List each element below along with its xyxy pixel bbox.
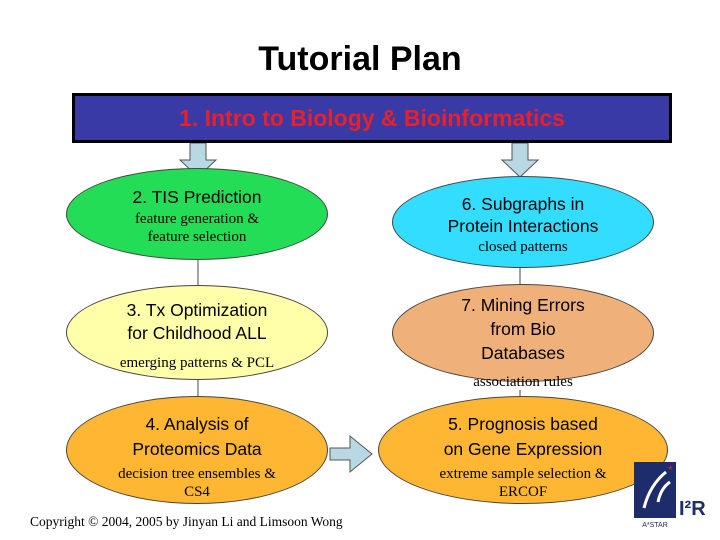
node-subgraphs-subtitle: closed patterns — [478, 239, 568, 255]
arrow-proteomics-to-prognosis — [329, 434, 373, 474]
node-subgraphs-title-line1: 6. Subgraphs in — [461, 194, 585, 214]
copyright-notice: Copyright © 2004, 2005 by Jinyan Li and … — [30, 514, 343, 529]
node-mining-title-line1: 7. Mining Errors — [461, 295, 585, 315]
node-tis-subtitle-line2: feature selection — [147, 229, 247, 245]
node-mining-errors — [392, 284, 654, 382]
node-prognosis-subtitle-line1: extreme sample selection & — [439, 466, 607, 482]
node-proteomics-subtitle-line1: decision tree ensembles & — [118, 466, 276, 482]
node-proteomics-subtitle-line2: CS4 — [184, 484, 210, 500]
node-tx-title-line2: for Childhood ALL — [127, 323, 267, 343]
node-tx-title-line1: 3. Tx Optimization — [126, 300, 268, 320]
node-prognosis-title-line1: 5. Prognosis based — [448, 414, 598, 434]
svg-text:*: * — [668, 463, 673, 477]
intro-banner-label: 1. Intro to Biology & Bioinformatics — [179, 104, 565, 131]
node-tis-subtitle-line1: feature generation & — [134, 211, 260, 227]
astar-logo: * I²R A*STAR — [634, 462, 716, 536]
node-prognosis — [378, 396, 668, 504]
logo-text: I²R — [679, 498, 706, 520]
node-mining-title-line3: Databases — [481, 343, 565, 363]
intro-banner: 1. Intro to Biology & Bioinformatics — [72, 93, 672, 143]
node-proteomics-analysis — [66, 396, 328, 504]
page-title: Tutorial Plan — [258, 40, 462, 78]
arrow-to-subgraphs — [500, 142, 540, 178]
node-tx-subtitle: emerging patterns & PCL — [119, 355, 275, 371]
astar-logo-icon: * — [634, 462, 676, 518]
node-subgraphs-title-line2: Protein Interactions — [447, 216, 599, 236]
node-mining-title-line2: from Bio — [490, 319, 556, 339]
node-tis-prediction — [66, 168, 328, 260]
node-mining-subtitle: association rules — [473, 374, 573, 390]
node-subgraphs — [392, 176, 654, 268]
node-proteomics-title-line1: 4. Analysis of — [145, 414, 249, 434]
node-prognosis-subtitle-line2: ERCOF — [498, 484, 548, 500]
node-tis-title: 2. TIS Prediction — [132, 187, 262, 207]
node-prognosis-title-line2: on Gene Expression — [443, 439, 603, 459]
node-tx-optimization — [66, 285, 328, 380]
logo-caption: A*STAR — [642, 522, 668, 529]
node-proteomics-title-line2: Proteomics Data — [132, 439, 262, 459]
